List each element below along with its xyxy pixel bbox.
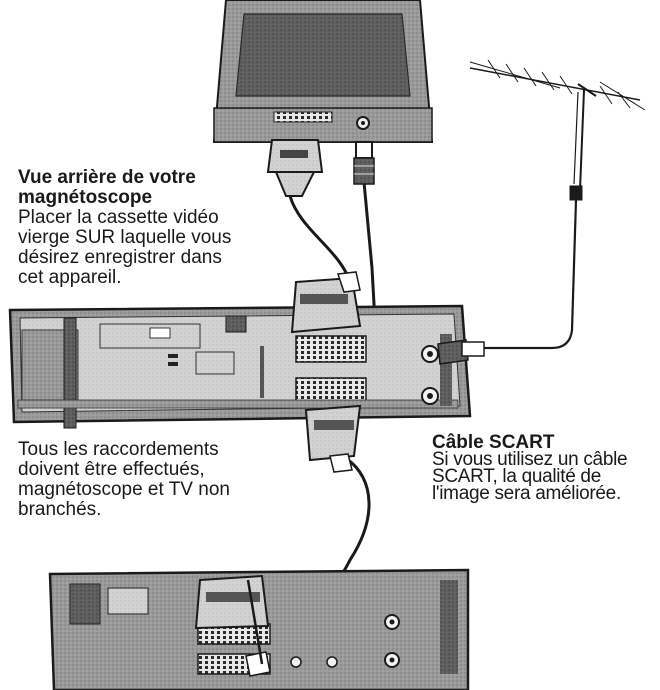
connections-text-line: Tous les raccordements — [18, 439, 219, 460]
scart-cable-caption: Câble SCART Si vous utilisez un câble SC… — [432, 432, 654, 504]
scart-plug-icon — [304, 404, 362, 473]
rear-view-caption: Vue arrière de votre magnétoscope Placer… — [18, 168, 278, 288]
coax-plug-icon — [437, 339, 485, 365]
scart-plug-icon — [194, 574, 271, 677]
scart-cable-text-line: l'image sera améliorée. — [432, 483, 621, 504]
scart-cable-text-line: Si vous utilisez un câble — [432, 449, 628, 470]
connections-text-line: magnétoscope et TV non — [18, 479, 230, 500]
antenna-icon — [469, 59, 646, 350]
scart-plug-icon — [266, 139, 324, 197]
coax-plug-icon — [353, 141, 375, 185]
connections-caption: Tous les raccordements doivent être effe… — [18, 440, 308, 520]
connections-text-line: doivent être effectués, — [18, 459, 205, 480]
vcr-rear-icon — [8, 304, 472, 429]
rear-view-text-line: Placer la cassette vidéo — [18, 207, 219, 228]
tv-rear-icon — [212, 0, 434, 143]
scart-cable-title: Câble SCART — [432, 432, 555, 453]
second-device-rear-icon — [48, 568, 470, 690]
rear-view-title-line2: magnétoscope — [18, 187, 153, 208]
rear-view-text-line: cet appareil. — [18, 267, 122, 288]
rear-view-text-line: désirez enregistrer dans — [18, 247, 222, 268]
rear-view-title-line1: Vue arrière de votre — [18, 167, 196, 188]
scart-cable-text-line: SCART, la qualité de — [432, 466, 601, 487]
scart-plug-icon — [290, 271, 362, 334]
rear-view-text-line: vierge SUR laquelle vous — [18, 227, 232, 248]
connections-text-line: branchés. — [18, 499, 102, 520]
